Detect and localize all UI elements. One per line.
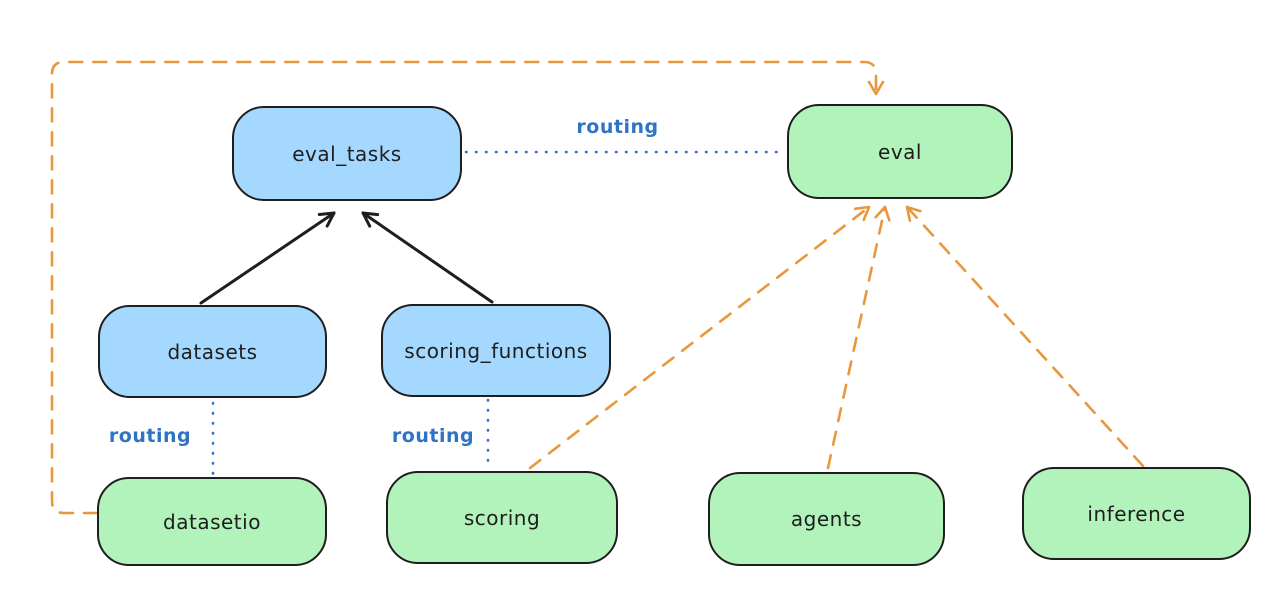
edge-inference-to-eval — [905, 205, 1145, 468]
routing-label-datasets-datasetio: routing — [108, 425, 192, 447]
node-inference: inference — [1022, 467, 1251, 560]
node-datasets: datasets — [98, 305, 327, 398]
node-inference-label: inference — [1087, 501, 1186, 526]
edge-datasets-to-eval-tasks — [199, 211, 336, 305]
node-scoring: scoring — [386, 471, 618, 564]
node-datasetio: datasetio — [97, 477, 327, 566]
node-eval-tasks: eval_tasks — [232, 106, 462, 201]
edge-datasetio-to-eval — [50, 60, 885, 515]
edge-scoring-to-eval — [528, 205, 871, 470]
node-scoring-label: scoring — [463, 505, 541, 530]
routing-label-scoring-functions-scoring: routing — [391, 425, 475, 447]
node-agents-label: agents — [790, 507, 863, 531]
routing-label-eval-tasks-eval: routing — [576, 116, 659, 138]
node-scoring-functions-label: scoring_functions — [404, 338, 588, 363]
edge-scoring-functions-to-eval-tasks — [361, 211, 494, 304]
node-scoring-functions: scoring_functions — [381, 304, 611, 397]
node-agents: agents — [708, 472, 945, 566]
node-datasets-label: datasets — [167, 339, 258, 364]
node-eval: eval — [787, 104, 1013, 199]
node-eval-label: eval — [878, 139, 922, 164]
node-eval-tasks-label: eval_tasks — [292, 141, 402, 166]
node-datasetio-label: datasetio — [163, 509, 261, 534]
edge-agents-to-eval — [826, 205, 891, 470]
